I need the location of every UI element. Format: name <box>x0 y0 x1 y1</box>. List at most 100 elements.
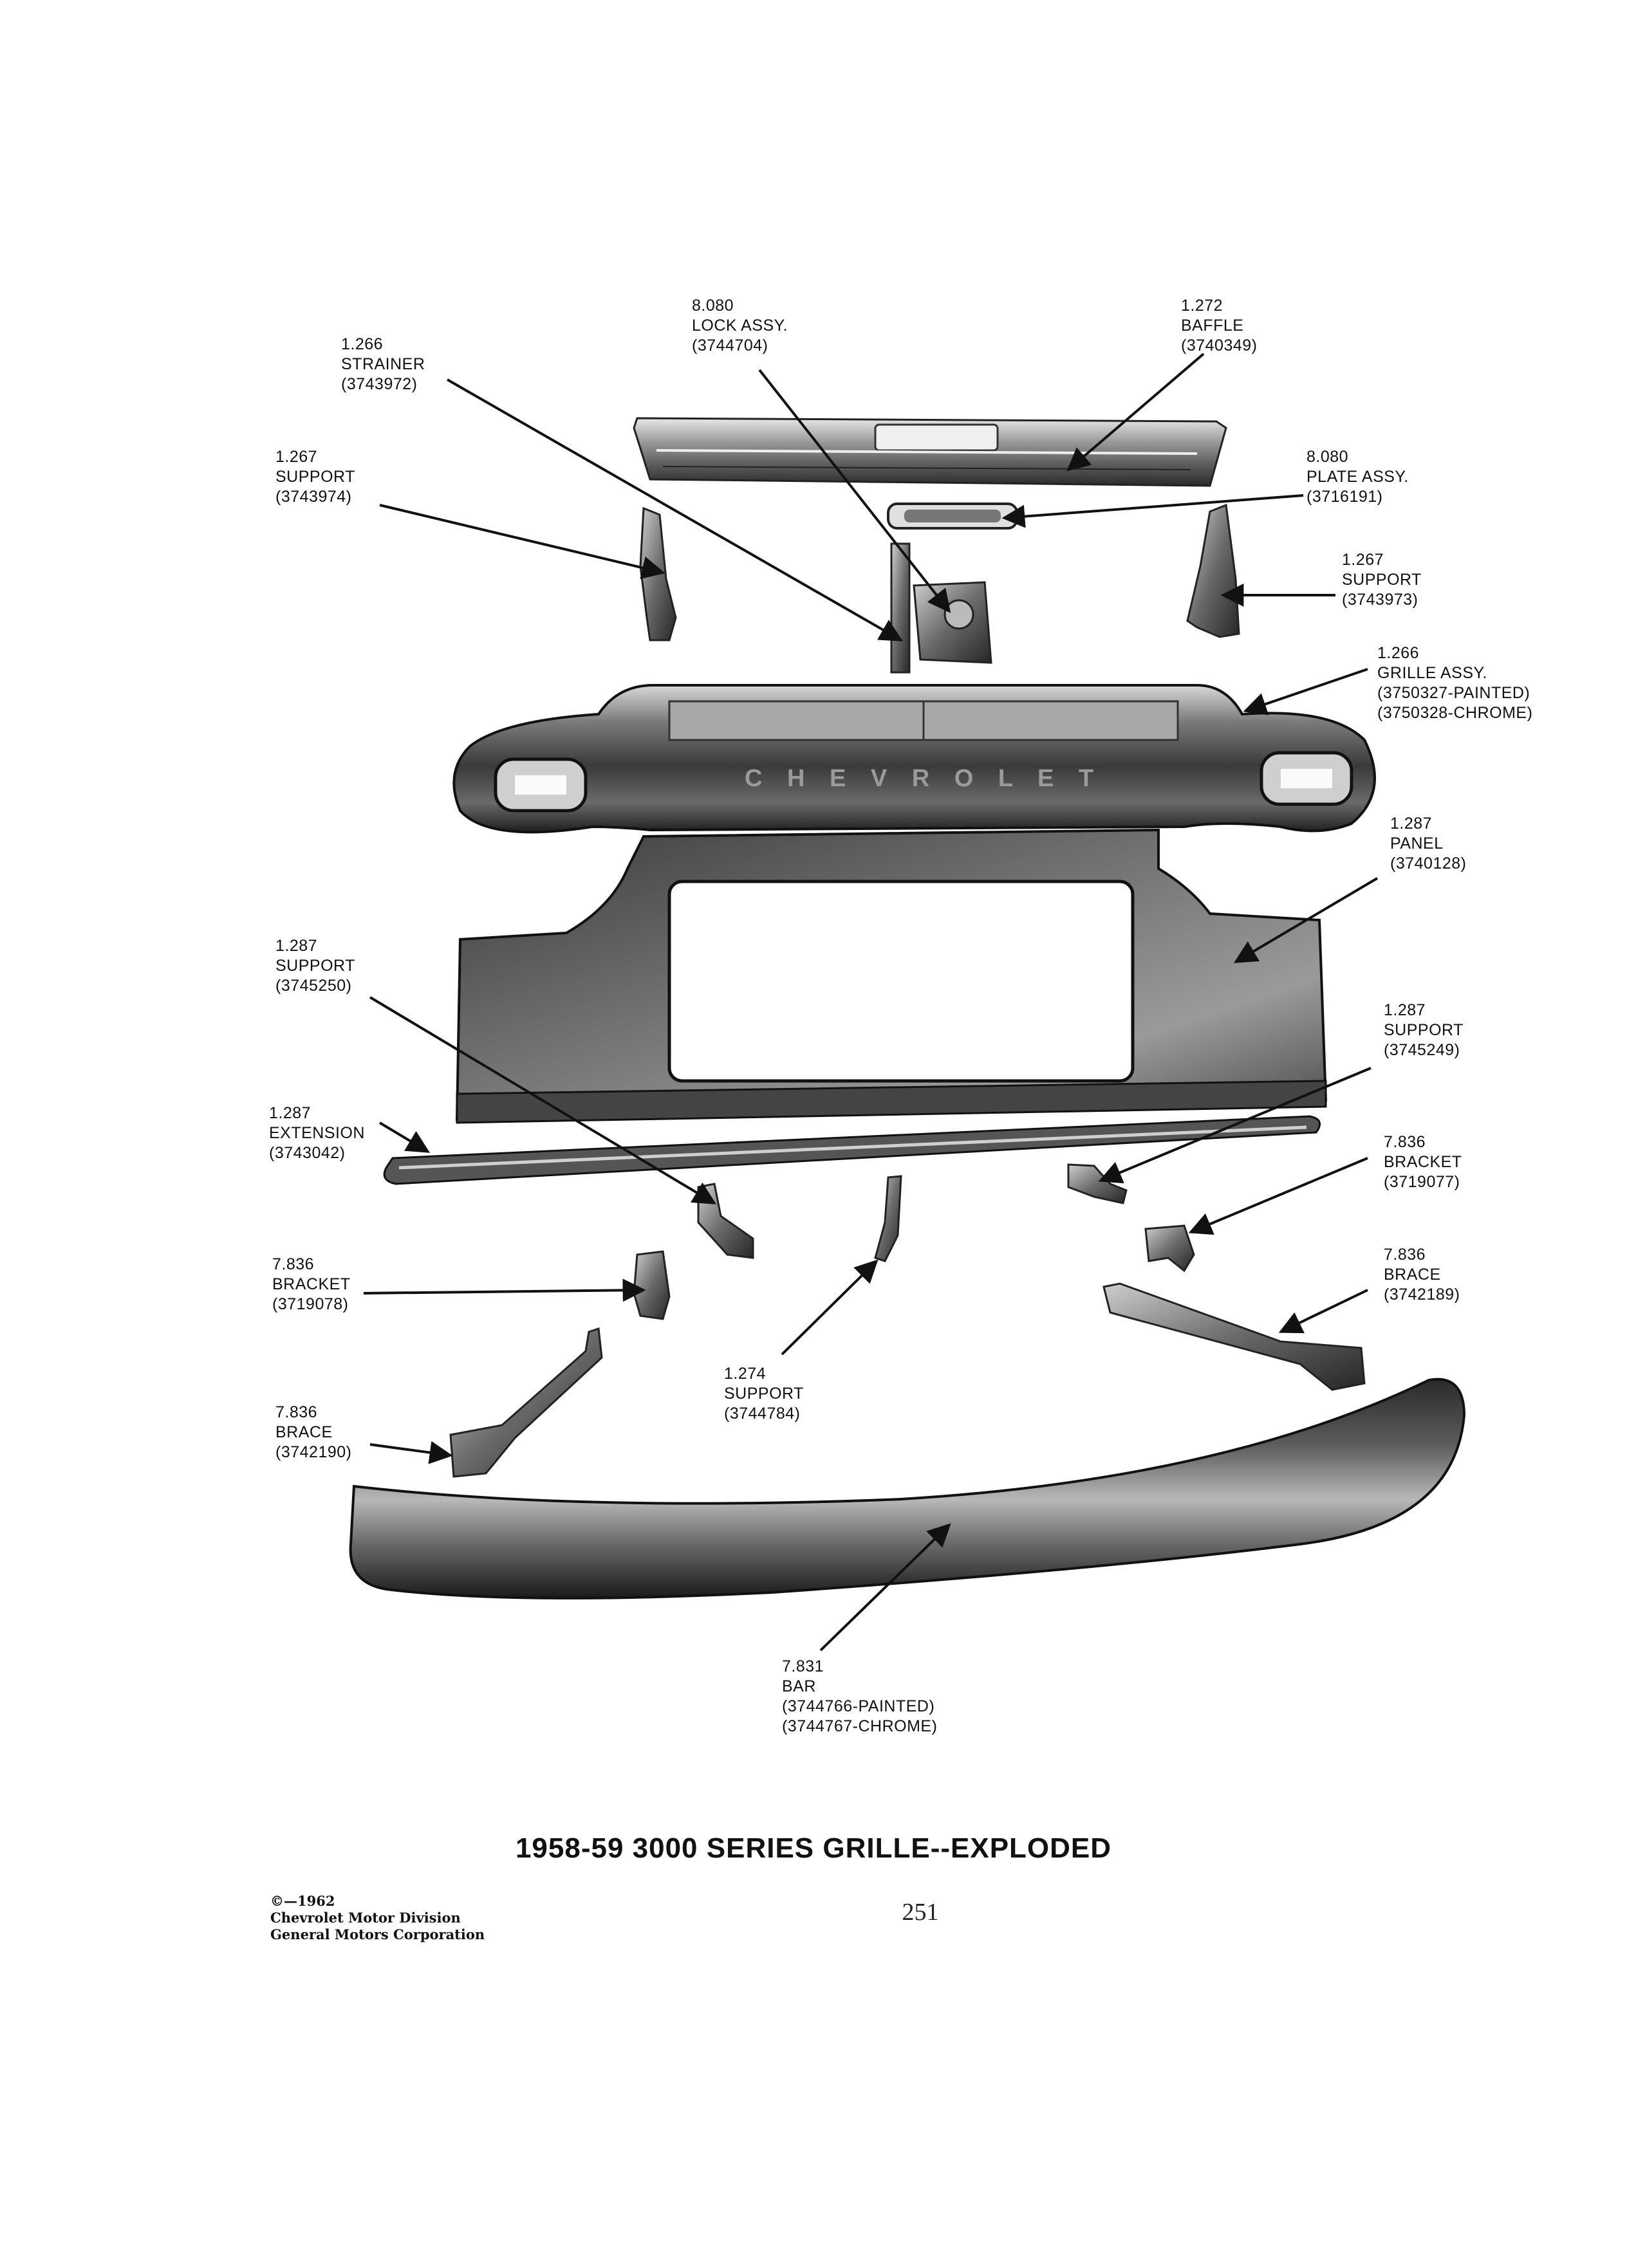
copyright-line: Chevrolet Motor Division <box>270 1910 461 1926</box>
callout-code: 1.267 <box>1342 551 1384 569</box>
callout-brace-right: 7.836 BRACE (3742189) <box>1384 1245 1460 1305</box>
baffle-part <box>633 417 1227 487</box>
callout-part-number: (3743042) <box>269 1144 346 1162</box>
callout-part-number: (3743972) <box>341 375 418 393</box>
callout-name: STRAINER <box>341 355 425 373</box>
extension-part <box>383 1115 1321 1185</box>
copyright-line: General Motors Corporation <box>270 1926 485 1942</box>
callout-code: 1.266 <box>341 335 384 353</box>
callout-bracket-left: 7.836 BRACKET (3719078) <box>272 1255 351 1314</box>
leader-lines <box>363 353 1379 1652</box>
callout-code: 7.836 <box>1384 1246 1426 1264</box>
plate-assy-part <box>887 502 1018 530</box>
left-bracket-part <box>633 1250 671 1320</box>
callout-support-right-top: 1.267 SUPPORT (3743973) <box>1342 550 1422 610</box>
callout-name: SUPPORT <box>275 957 355 975</box>
callout-part-number: (3750327-PAINTED) <box>1377 684 1530 702</box>
leader-support-right-mid <box>1098 1067 1371 1184</box>
leader-lock-assy <box>758 369 951 613</box>
leader-plate-assy <box>1001 494 1304 528</box>
callout-extension: 1.287 EXTENSION (3743042) <box>269 1103 365 1163</box>
callout-part-number: (3742189) <box>1384 1286 1460 1304</box>
callout-name: GRILLE ASSY. <box>1377 664 1487 682</box>
left-lower-support-part <box>697 1183 754 1259</box>
leader-bracket-right <box>1188 1157 1368 1235</box>
callout-baffle: 1.272 BAFFLE (3740349) <box>1181 296 1257 356</box>
leader-bar <box>819 1523 951 1652</box>
leader-brace-left <box>369 1441 453 1464</box>
bar-part <box>349 1378 1466 1600</box>
callout-part-number: (3745249) <box>1384 1041 1460 1059</box>
callout-code: 1.274 <box>724 1365 767 1383</box>
callout-part-number-alt: (3744767-CHROME) <box>782 1717 938 1735</box>
left-brace-part <box>449 1327 603 1478</box>
callout-grille-assy: 1.266 GRILLE ASSY. (3750327-PAINTED) (37… <box>1377 643 1532 723</box>
callout-support-left-mid: 1.287 SUPPORT (3745250) <box>275 936 355 996</box>
callout-part-number: (3740349) <box>1181 337 1258 355</box>
center-support-part <box>874 1175 902 1262</box>
leader-brace-right <box>1278 1289 1368 1334</box>
callout-code: 7.836 <box>1384 1133 1426 1151</box>
callout-name: SUPPORT <box>275 468 355 486</box>
copyright-line: ©—1962 <box>270 1893 335 1909</box>
grille-lettering: C H E V R O L E T <box>745 765 1102 792</box>
callout-code: 1.266 <box>1377 644 1420 662</box>
callout-code: 7.831 <box>782 1657 824 1675</box>
callout-part-number: (3742190) <box>275 1443 352 1461</box>
callout-name: BAR <box>782 1677 816 1695</box>
panel-part <box>455 828 1328 1124</box>
callout-name: EXTENSION <box>269 1124 365 1142</box>
callout-code: 8.080 <box>1306 448 1349 466</box>
page-title: 1958-59 3000 SERIES GRILLE--EXPLODED <box>515 1832 1112 1864</box>
right-brace-part <box>1102 1282 1366 1391</box>
copyright-notice: ©—1962 Chevrolet Motor Division General … <box>270 1893 485 1943</box>
callout-part-number: (3719078) <box>272 1295 349 1313</box>
callout-code: 8.080 <box>692 297 734 315</box>
callout-support-center: 1.274 SUPPORT (3744784) <box>724 1364 804 1424</box>
callout-strainer: 1.266 STRAINER (3743972) <box>341 335 425 394</box>
callout-part-number: (3740128) <box>1390 854 1467 872</box>
callout-code: 1.287 <box>1384 1001 1426 1019</box>
callout-name: SUPPORT <box>1342 571 1422 589</box>
callout-name: PLATE ASSY. <box>1306 468 1409 486</box>
callout-part-number-alt: (3750328-CHROME) <box>1377 704 1533 722</box>
leader-baffle <box>1066 353 1205 472</box>
lock-assy-part <box>890 542 992 674</box>
callout-name: BAFFLE <box>1181 317 1244 335</box>
callout-lock-assy: 8.080 LOCK ASSY. (3744704) <box>692 296 788 356</box>
right-bracket-part <box>1144 1224 1195 1273</box>
callout-code: 7.836 <box>275 1403 318 1421</box>
leader-support-left-top <box>379 504 665 579</box>
callout-part-number: (3744704) <box>692 337 768 355</box>
callout-panel: 1.287 PANEL (3740128) <box>1390 814 1466 874</box>
leader-extension <box>378 1121 431 1153</box>
right-upper-support-part <box>1186 503 1240 638</box>
callout-code: 1.287 <box>269 1104 311 1122</box>
leader-strainer <box>447 378 904 641</box>
callout-part-number: (3719077) <box>1384 1173 1460 1191</box>
callout-code: 1.287 <box>1390 815 1433 833</box>
callout-code: 1.272 <box>1181 297 1223 315</box>
callout-name: BRACE <box>275 1423 333 1441</box>
callout-part-number: (3716191) <box>1306 488 1383 506</box>
callout-name: SUPPORT <box>1384 1021 1464 1039</box>
callout-part-number: (3745250) <box>275 977 352 995</box>
leader-grille-assy <box>1243 668 1368 715</box>
callout-name: BRACKET <box>272 1275 351 1293</box>
callout-plate-assy: 8.080 PLATE ASSY. (3716191) <box>1306 447 1409 507</box>
left-upper-support-part <box>639 506 677 641</box>
callout-bracket-right: 7.836 BRACKET (3719077) <box>1384 1132 1462 1192</box>
leader-panel <box>1233 877 1379 963</box>
callout-part-number: (3744784) <box>724 1405 801 1423</box>
page-number: 251 <box>902 1899 939 1926</box>
callout-name: PANEL <box>1390 834 1444 853</box>
callout-code: 7.836 <box>272 1255 315 1273</box>
callout-name: BRACE <box>1384 1266 1441 1284</box>
callout-support-right-mid: 1.287 SUPPORT (3745249) <box>1384 1000 1464 1060</box>
callout-code: 1.267 <box>275 448 318 466</box>
callout-bar: 7.831 BAR (3744766-PAINTED) (3744767-CHR… <box>782 1657 937 1737</box>
right-lower-support-part <box>1067 1163 1128 1204</box>
callout-part-number: (3744766-PAINTED) <box>782 1697 935 1715</box>
